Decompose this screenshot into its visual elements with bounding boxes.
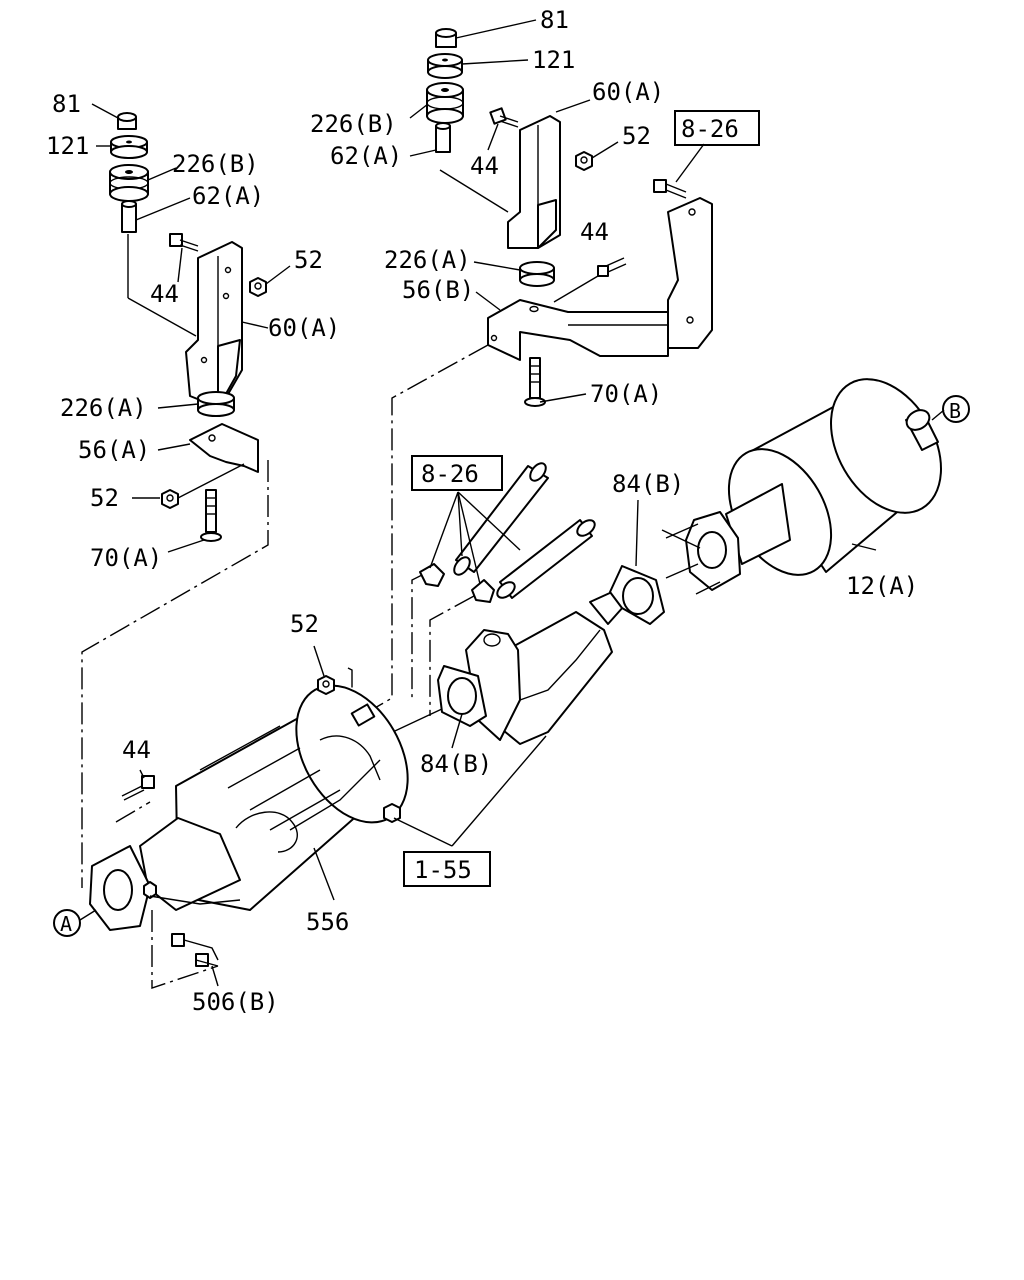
label-left-226b: 226(B) (172, 150, 259, 178)
clamp-right (471, 579, 495, 603)
circle-marker-b (942, 395, 970, 423)
ref-box-8-26-mid (411, 455, 503, 491)
front-exhaust-pipe (465, 591, 625, 745)
label-top-60a: 60(A) (592, 78, 664, 106)
label-left-60a: 60(A) (268, 314, 340, 342)
dpf-556 (89, 684, 409, 931)
label-bolt-44: 44 (122, 736, 151, 764)
gasket-84b-lower (437, 665, 487, 727)
label-top-121: 121 (532, 46, 575, 74)
label-ref-8-26-mid: 8-26 (421, 460, 479, 488)
label-left-56a: 56(A) (78, 436, 150, 464)
left-mount-group (109, 112, 267, 542)
cushion-226b-left (109, 164, 149, 202)
cushion-226a-mid (519, 261, 555, 287)
right-bracket-group (487, 179, 713, 407)
label-mid-44: 44 (580, 218, 609, 246)
label-top-44: 44 (470, 152, 499, 180)
nut-52-left-lower (161, 489, 179, 509)
label-mid-70a: 70(A) (590, 380, 662, 408)
leader-lines (79, 19, 945, 987)
label-nut-52: 52 (290, 610, 319, 638)
bolt-44-bracket-top (653, 179, 687, 199)
label-muffler-12a: 12(A) (846, 572, 918, 600)
bracket-60a-left (185, 241, 243, 409)
cushion-226a-left (197, 391, 235, 417)
nut-81-left (117, 112, 137, 130)
bracket-60a-top (507, 115, 561, 249)
label-mid-56b: 56(B) (402, 276, 474, 304)
label-top-81: 81 (540, 6, 569, 34)
bolt-70a-left (200, 489, 222, 542)
label-left-121: 121 (46, 132, 89, 160)
pipes-group (419, 462, 596, 603)
label-left-81: 81 (52, 90, 81, 118)
label-ref-8-26-top: 8-26 (681, 115, 739, 143)
label-top-226b: 226(B) (310, 110, 397, 138)
bolts-506b (171, 933, 219, 967)
label-circle-b: B (949, 399, 961, 423)
bracket-56b (487, 299, 669, 361)
ref-box-1-55 (403, 851, 491, 887)
top-mount-group (426, 28, 593, 249)
label-gasket-84b-lower: 84(B) (420, 750, 492, 778)
label-left-70a: 70(A) (90, 544, 162, 572)
label-top-62a: 62(A) (330, 142, 402, 170)
label-bolt-506b: 506(B) (192, 988, 279, 1016)
label-left-62a: 62(A) (192, 182, 264, 210)
bolt-44-dpf (121, 775, 155, 801)
ref-box-8-26-top (674, 110, 760, 146)
nut-52-left (249, 277, 267, 297)
bolt-44-top (489, 107, 519, 128)
bracket-56a (189, 423, 259, 473)
nut-81-top (435, 28, 457, 48)
bolt-70a-mid (524, 357, 546, 407)
label-circle-a: A (60, 912, 72, 936)
bolt-44-left (169, 233, 199, 252)
label-left-52: 52 (294, 246, 323, 274)
label-left-226a: 226(A) (60, 394, 147, 422)
muffler-12a (661, 378, 942, 595)
label-dpf-556: 556 (306, 908, 349, 936)
bolt-44-mid (597, 257, 627, 277)
washer-121-top (427, 53, 463, 79)
nut-52-dpf (317, 675, 335, 695)
label-mid-226a: 226(A) (384, 246, 471, 274)
label-left-44: 44 (150, 280, 179, 308)
cushion-226b-top (426, 82, 464, 124)
label-gasket-84b-upper: 84(B) (612, 470, 684, 498)
label-ref-1-55: 1-55 (414, 856, 472, 884)
collar-62a-top (435, 122, 451, 153)
labels: 81 121 60(A) 226(B) 62(A) 44 52 8-26 44 … (46, 6, 961, 1016)
clamp-left (419, 563, 445, 587)
collar-62a-left (121, 200, 137, 233)
circle-marker-a (53, 909, 81, 937)
gasket-84b-upper (609, 565, 665, 625)
washer-121-left (110, 135, 148, 159)
label-top-52: 52 (622, 122, 651, 150)
nut-52-top (575, 151, 593, 171)
label-left-52b: 52 (90, 484, 119, 512)
